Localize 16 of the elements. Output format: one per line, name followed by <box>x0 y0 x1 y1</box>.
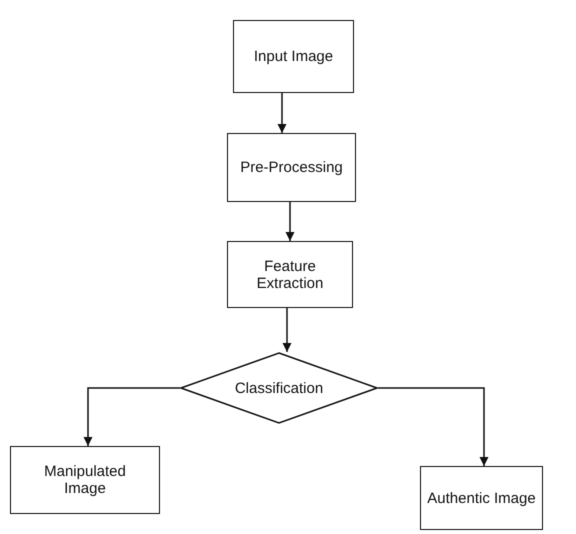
process-box <box>420 466 543 530</box>
process-box <box>233 20 354 93</box>
process-box <box>10 446 160 514</box>
process-box <box>227 241 353 308</box>
arrow <box>282 308 292 352</box>
node-label: Pre-Processing <box>240 159 343 176</box>
node-label: Authentic Image <box>427 490 536 506</box>
node-label: Manipulated Image <box>43 463 127 497</box>
node-label: Classification <box>234 380 324 396</box>
arrow <box>378 387 488 466</box>
arrow <box>286 202 294 241</box>
arrow <box>278 93 286 133</box>
arrow <box>84 387 180 446</box>
node-label: Input Image <box>254 48 334 65</box>
node-label: Feature Extraction <box>256 258 324 292</box>
process-box <box>227 133 356 202</box>
